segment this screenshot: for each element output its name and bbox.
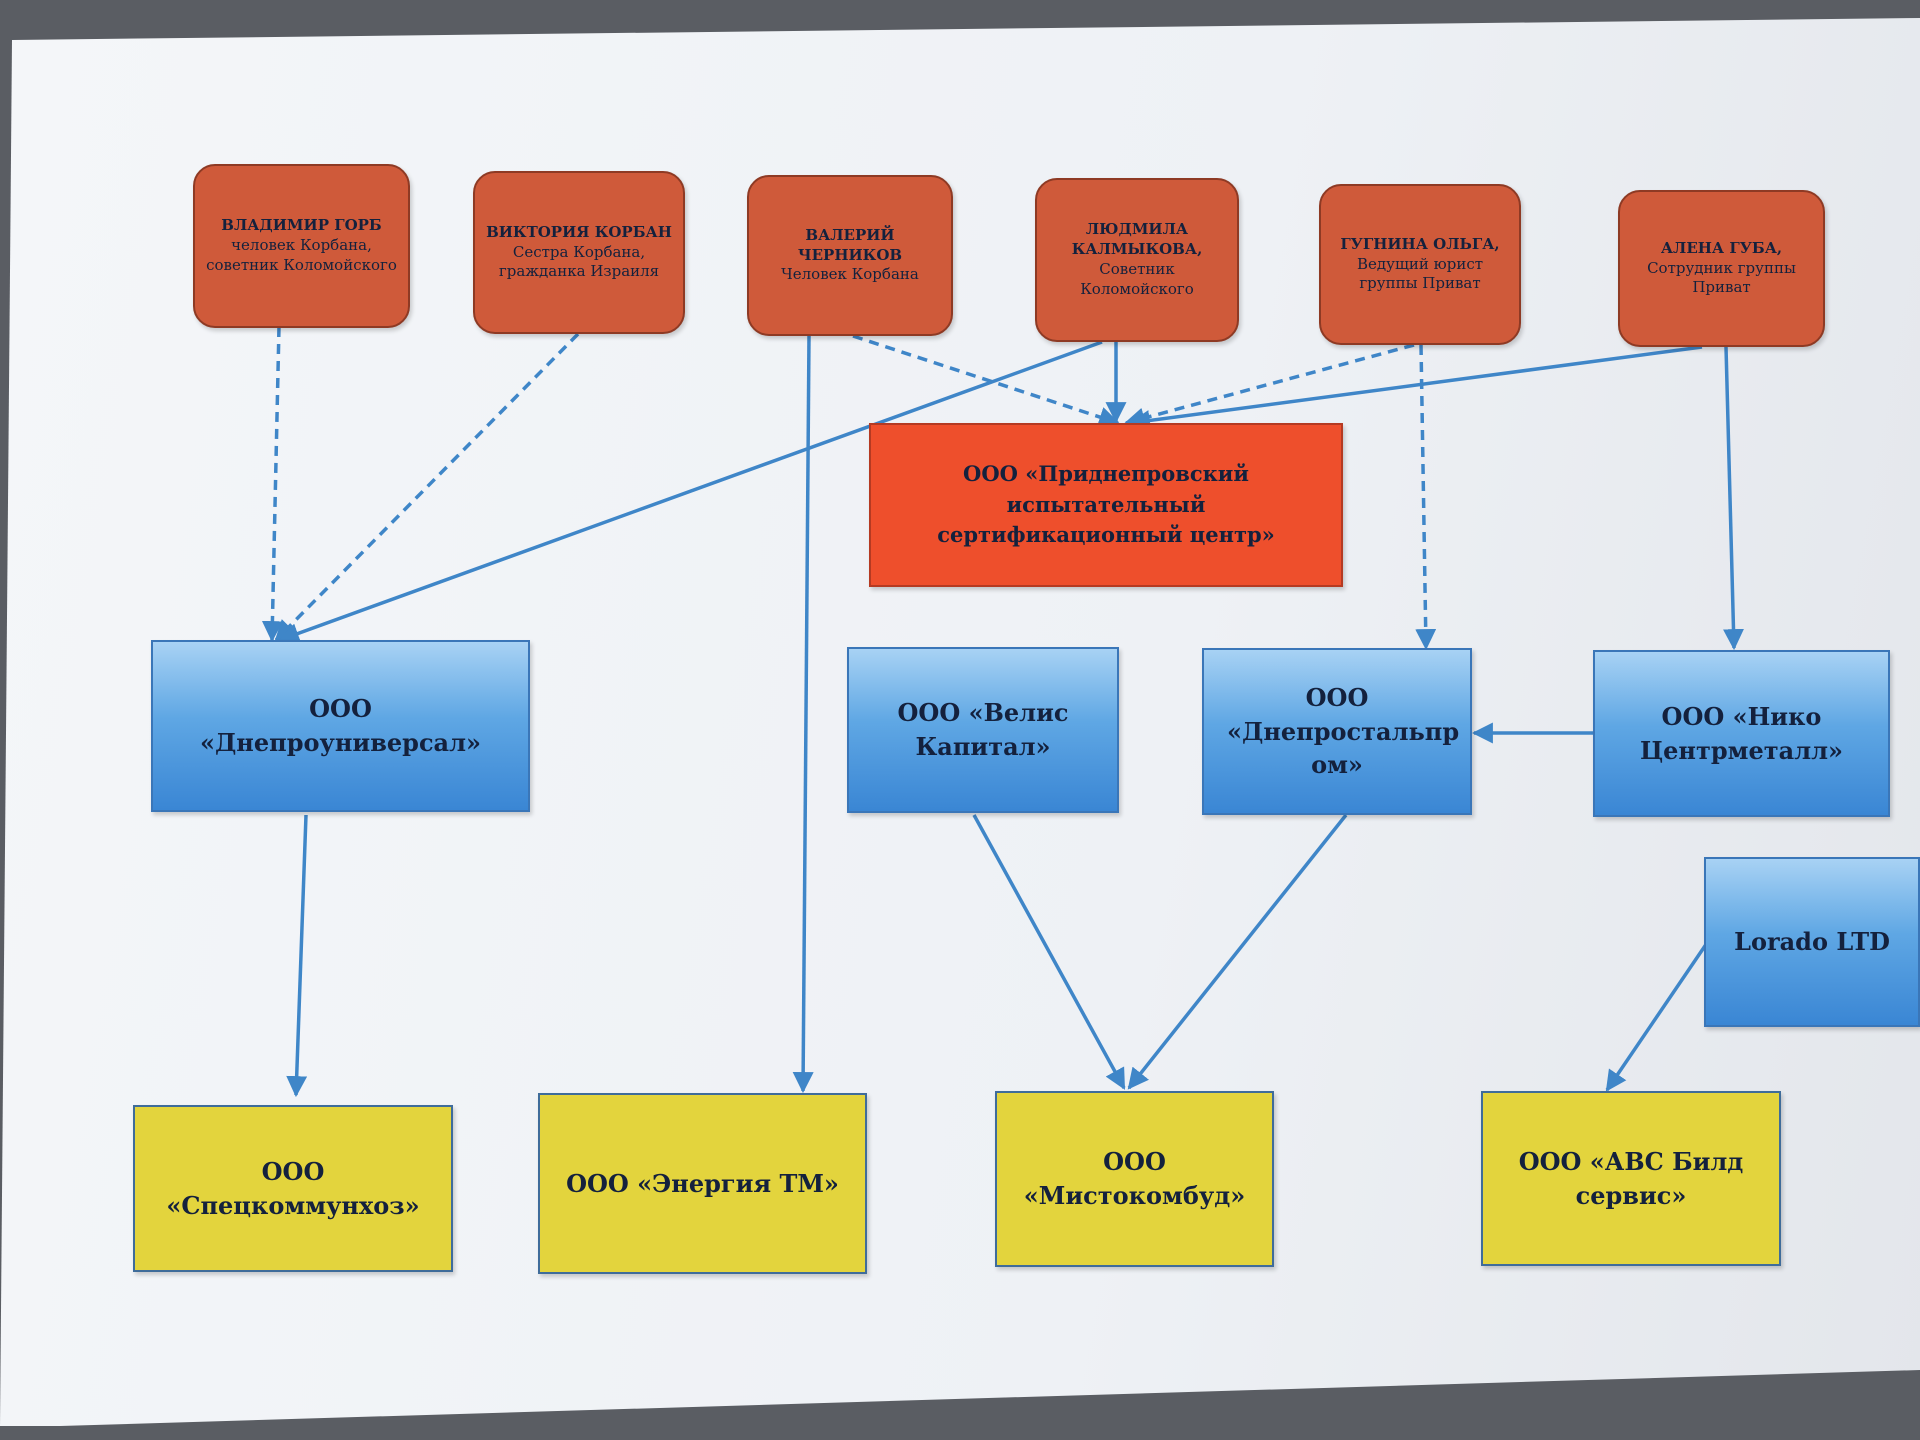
person-name: ВИКТОРИЯ КОРБАН [486,222,672,241]
person-name: ВАЛЕРИЙ ЧЕРНИКОВ [797,225,903,264]
company-label: ООО «Энергия ТМ» [566,1168,839,1198]
person-guba: АЛЕНА ГУБА, Сотрудник группы Приват [1618,190,1825,347]
company-abc: ООО «АВС Билд сервис» [1481,1091,1781,1266]
arrow-kalmykova-dneprouniversal [278,340,1103,644]
person-gugnina: ГУГНИНА ОЛЬГА, Ведущий юрист группы Прив… [1319,184,1521,345]
arrow-guba-niko [1723,346,1744,651]
arrow-lorado-abc [1605,939,1711,1092]
arrow-dneprouniversal-spetskommunhoz [286,814,308,1098]
person-note: Человек Корбана [781,265,919,284]
company-label: ООО «АВС Билд сервис» [1518,1146,1744,1210]
person-korban: ВИКТОРИЯ КОРБАН Сестра Корбана, гражданк… [473,171,685,334]
company-label: ООО «Велис Капитал» [897,698,1069,761]
company-label: ООО «Спецкоммунхоз» [166,1156,420,1220]
company-velis: ООО «Велис Капитал» [847,647,1119,813]
person-note: Сотрудник группы Приват [1647,258,1796,297]
person-note: Сестра Корбана, гражданка Израиля [498,242,660,281]
arrow-velis-mistokombud [972,814,1126,1090]
arrow-gorb-dneprouniversal [261,326,283,643]
company-energiya: ООО «Энергия ТМ» [538,1093,867,1274]
person-note: человек Корбана, советник Коломойского [206,236,397,274]
company-label: ООО «Мистокомбуд» [1023,1147,1246,1210]
person-chernikov: ВАЛЕРИЙ ЧЕРНИКОВ Человек Корбана [747,175,953,336]
person-note: Советник Коломойского [1080,260,1194,298]
company-mistokombud: ООО «Мистокомбуд» [995,1091,1274,1267]
company-label: ООО «Днепроуниверсал» [199,694,482,757]
company-label: Lorado LTD [1734,927,1890,957]
person-name: АЛЕНА ГУБА, [1660,238,1783,257]
arrow-korban-dneprouniversal [274,332,580,642]
person-note: Ведущий юрист группы Приват [1356,254,1484,293]
person-name: ГУГНИНА ОЛЬГА, [1340,234,1500,253]
person-gorb: ВЛАДИМИР ГОРБ человек Корбана, советник … [193,164,410,328]
arrow-gugnina-pridneprovsky [1123,343,1415,429]
company-lorado: Lorado LTD [1704,857,1920,1027]
arrow-guba-pridneprovsky [1128,345,1703,431]
arrow-chernikov-energiya [792,335,814,1094]
company-label: ООО «Днепростальпр ом» [1227,683,1460,780]
arrow-dneprostalprom-mistokombud [1127,813,1348,1090]
company-spetskommunhoz: ООО «Спецкоммунхоз» [133,1105,453,1272]
person-kalmykova: ЛЮДМИЛА КАЛМЫКОВА, Советник Коломойского [1035,178,1239,342]
company-pridneprovsky: ООО «Приднепровский испытательный сертиф… [869,423,1343,587]
arrow-chernikov-pridneprovsky [852,334,1120,428]
company-dneprouniversal: ООО «Днепроуниверсал» [151,640,530,812]
company-dneprostalprom: ООО «Днепростальпр ом» [1202,648,1472,815]
person-name: ЛЮДМИЛА КАЛМЫКОВА, [1071,220,1203,259]
company-label: ООО «Приднепровский испытательный сертиф… [937,461,1275,548]
arrow-gugnina-dneprostalprom [1415,344,1437,651]
company-niko: ООО «Нико Центрметалл» [1593,650,1890,817]
company-label: ООО «Нико Центрметалл» [1639,701,1844,765]
person-name: ВЛАДИМИР ГОРБ [221,216,382,235]
